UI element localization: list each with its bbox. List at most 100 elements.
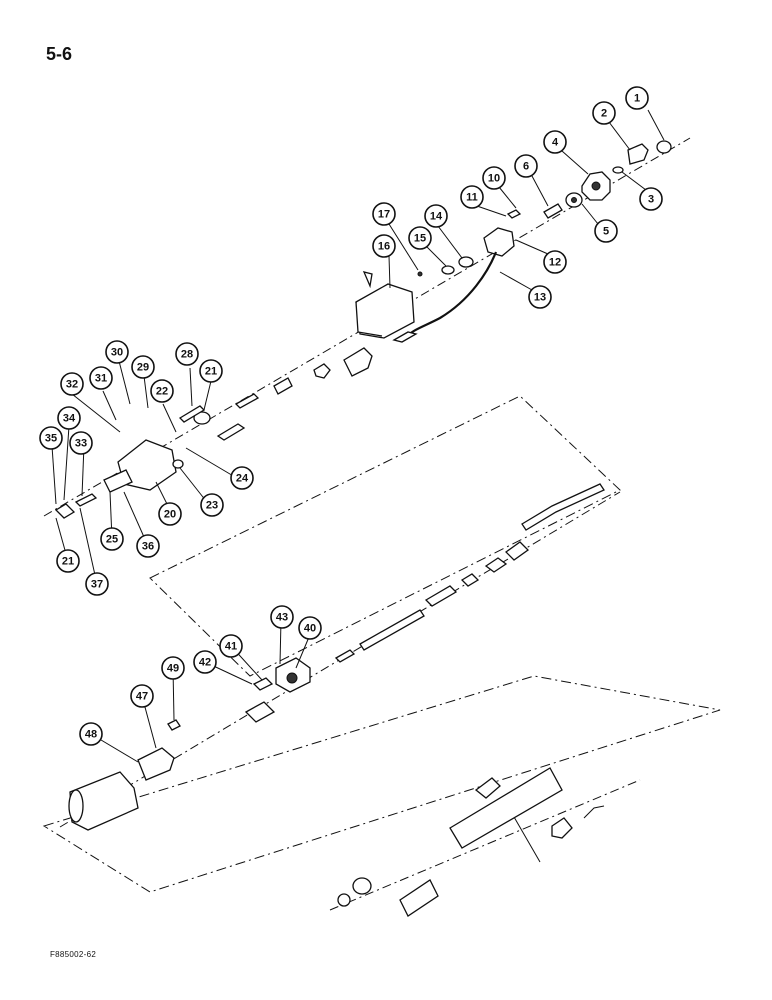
lower-panel-divider: [509, 809, 541, 863]
callout-circle: [543, 250, 567, 274]
callout-circle: [200, 493, 224, 517]
callout-number: 40: [304, 623, 316, 635]
callout-number: 2: [601, 108, 607, 120]
callout-21: 21: [199, 359, 223, 383]
callout-number: 32: [66, 379, 78, 391]
callout-number: 33: [75, 438, 87, 450]
callout-circle: [131, 355, 155, 379]
callout-circle: [105, 340, 129, 364]
callout-11: 11: [460, 185, 484, 209]
callout-41: 41: [219, 634, 243, 658]
callout-number: 22: [156, 386, 168, 398]
callout-circle: [161, 656, 185, 680]
callout-circle: [56, 549, 80, 573]
callout-5: 5: [594, 219, 618, 243]
callout-47: 47: [130, 684, 154, 708]
callout-circle: [79, 722, 103, 746]
callout-number: 35: [45, 433, 57, 445]
callout-number: 48: [85, 729, 97, 741]
callout-circle: [528, 285, 552, 309]
callout-33: 33: [69, 431, 93, 455]
callout-2: 2: [592, 101, 616, 125]
callout-20: 20: [158, 502, 182, 526]
callout-circle: [408, 226, 432, 250]
callout-circle: [625, 86, 649, 110]
upper-parts: [54, 140, 672, 587]
callout-32: 32: [60, 372, 84, 396]
callout-1: 1: [625, 86, 649, 110]
callout-21: 21: [56, 549, 80, 573]
callout-number: 15: [414, 233, 426, 245]
middle-parts: [68, 585, 458, 831]
callout-number: 12: [549, 257, 561, 269]
callout-number: 13: [534, 292, 546, 304]
callout-number: 31: [95, 373, 107, 385]
callout-30: 30: [105, 340, 129, 364]
callout-36: 36: [136, 534, 160, 558]
callout-number: 3: [648, 194, 654, 206]
callout-37: 37: [85, 572, 109, 596]
callout-circle: [136, 534, 160, 558]
callout-number: 14: [430, 211, 443, 223]
callout-circle: [150, 379, 174, 403]
callout-number: 23: [206, 500, 218, 512]
callout-43: 43: [270, 605, 294, 629]
callout-number: 20: [164, 509, 176, 521]
callout-13: 13: [528, 285, 552, 309]
callout-number: 5: [603, 226, 609, 238]
callout-number: 17: [378, 209, 390, 221]
callout-6: 6: [514, 154, 538, 178]
upper-group-panel: [149, 395, 621, 677]
callout-number: 36: [142, 541, 154, 553]
callout-34: 34: [57, 406, 81, 430]
callout-42: 42: [193, 650, 217, 674]
callout-number: 28: [181, 349, 193, 361]
callout-number: 21: [205, 366, 217, 378]
callout-circle: [193, 650, 217, 674]
callout-number: 37: [91, 579, 103, 591]
callout-circle: [60, 372, 84, 396]
callout-16: 16: [372, 234, 396, 258]
callout-circle: [592, 101, 616, 125]
callout-14: 14: [424, 204, 448, 228]
callout-15: 15: [408, 226, 432, 250]
callout-circle: [85, 572, 109, 596]
callout-circle: [460, 185, 484, 209]
callout-number: 21: [62, 556, 74, 568]
callout-circle: [594, 219, 618, 243]
callout-number: 16: [378, 241, 390, 253]
callout-number: 4: [552, 137, 559, 149]
callout-circle: [130, 684, 154, 708]
callout-circle: [175, 342, 199, 366]
callout-circle: [482, 166, 506, 190]
callout-circle: [57, 406, 81, 430]
callout-circle: [424, 204, 448, 228]
callout-circle: [639, 187, 663, 211]
callout-number: 24: [236, 473, 249, 485]
callout-number: 47: [136, 691, 148, 703]
callout-circle: [69, 431, 93, 455]
callout-22: 22: [150, 379, 174, 403]
page-number: 5-6: [46, 44, 73, 64]
callout-number: 42: [199, 657, 211, 669]
callout-number: 6: [523, 161, 529, 173]
callout-circle: [270, 605, 294, 629]
callout-3: 3: [639, 187, 663, 211]
callout-number: 1: [634, 93, 640, 105]
callout-circle: [158, 502, 182, 526]
leader-lines: [51, 109, 665, 763]
callout-17: 17: [372, 202, 396, 226]
callout-23: 23: [200, 493, 224, 517]
callout-circle: [39, 426, 63, 450]
callout-circle: [100, 527, 124, 551]
lower-parts: [337, 767, 605, 917]
callout-40: 40: [298, 616, 322, 640]
figure-code: F885002-62: [50, 950, 97, 959]
callout-49: 49: [161, 656, 185, 680]
callout-number: 49: [167, 663, 179, 675]
callout-48: 48: [79, 722, 103, 746]
callout-circle: [89, 366, 113, 390]
callout-layer: 1234561011121314151617202121222324252829…: [39, 86, 663, 746]
callout-24: 24: [230, 466, 254, 490]
